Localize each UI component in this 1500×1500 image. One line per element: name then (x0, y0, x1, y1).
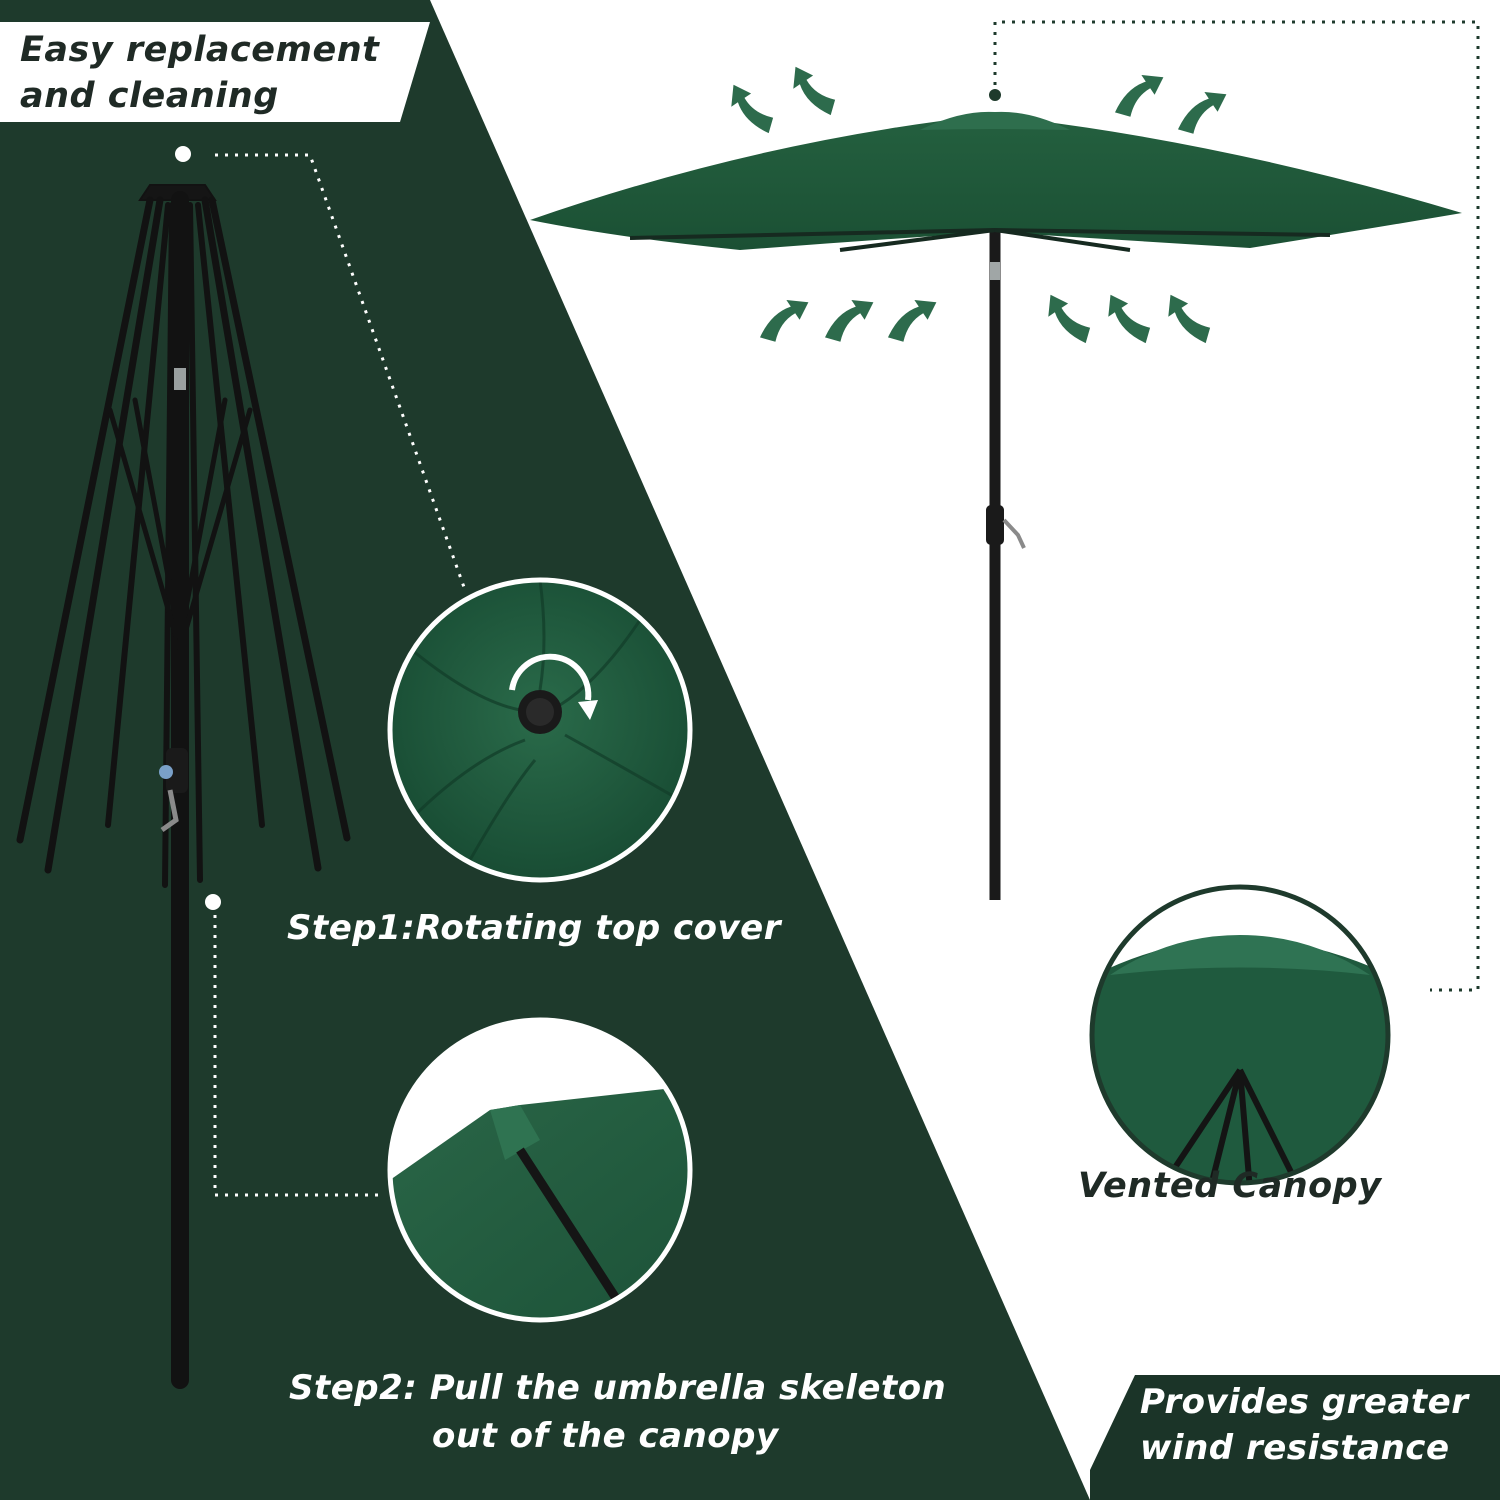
step2-label-line-1: Step2: Pull the umbrella skeleton (289, 1368, 947, 1408)
top-glow-dot (175, 146, 191, 162)
umbrella-crank (986, 505, 1026, 549)
title-line-1: Easy replacement (20, 30, 380, 70)
pole-glow-dot (205, 894, 221, 910)
skeleton-closeup (387, 1017, 693, 1323)
dotted-leader-lines (213, 153, 467, 1197)
rotate-arrow-icon (509, 653, 598, 720)
title-line-2: and cleaning (20, 76, 279, 116)
wind-resistance-line-1: Provides greater (1140, 1382, 1469, 1422)
title-label-box (0, 22, 400, 122)
vented-canopy-label: Vented Canopy (1078, 1166, 1382, 1206)
wind-resistance-line-2: wind resistance (1140, 1428, 1450, 1468)
step2-label-line-2: out of the canopy (432, 1416, 779, 1456)
vented-canopy-closeup (1089, 884, 1391, 1186)
crank-handle (159, 748, 188, 833)
step1-label: Step1:Rotating top cover (287, 908, 782, 948)
top-cover-closeup (387, 577, 693, 883)
wind-label-box (1090, 1375, 1500, 1500)
open-umbrella (530, 111, 1462, 900)
